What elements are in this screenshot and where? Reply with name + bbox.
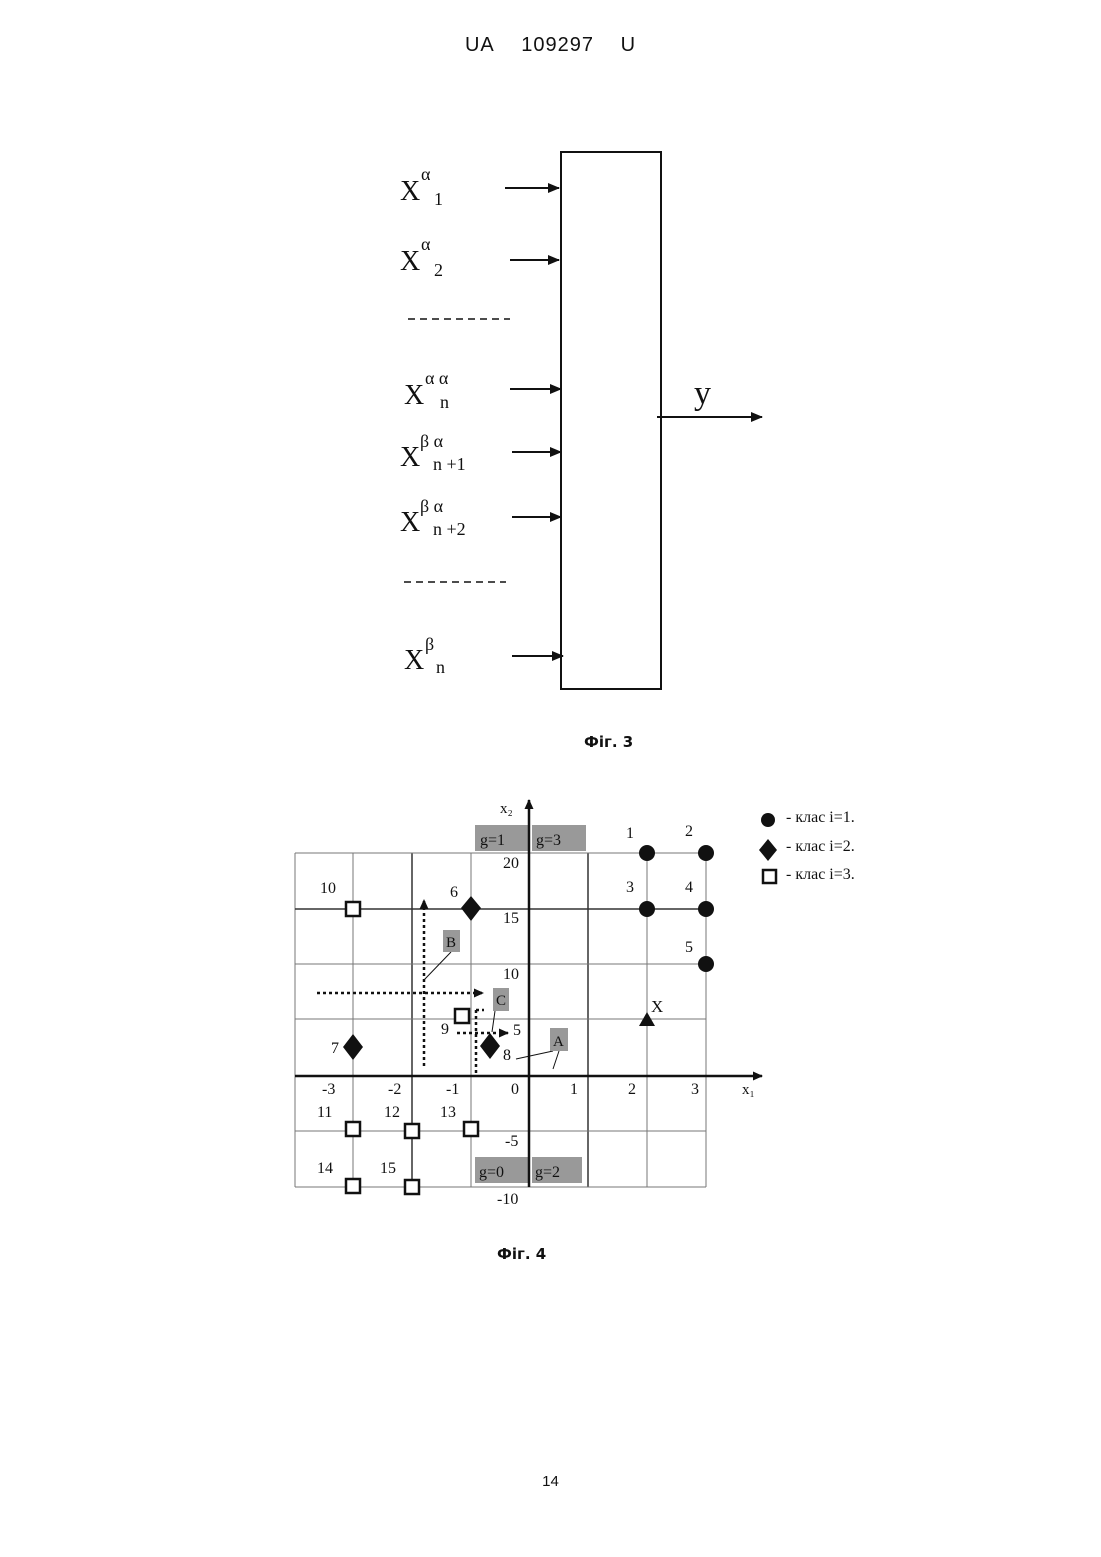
point-label: 11: [317, 1104, 332, 1121]
x-ticks: -3 -2 -1 0 1 2 3: [322, 1081, 699, 1098]
input-xn2-beta-sub: n +2: [433, 519, 466, 539]
point-label: 6: [450, 884, 458, 901]
y-tick: 15: [503, 910, 519, 927]
fig3-caption: Фіг. 3: [584, 733, 633, 751]
x-tick: 1: [570, 1081, 578, 1098]
point-label: 1: [626, 825, 634, 842]
input-xn-alpha-sub: n: [440, 392, 449, 412]
system-block: [561, 152, 661, 689]
point-4: [698, 901, 714, 917]
point-11: [346, 1122, 360, 1136]
input-xn1-beta-sub: n +1: [433, 454, 466, 474]
input-xn2-beta: X β α n +2: [400, 496, 561, 539]
y-tick: 5: [513, 1022, 521, 1039]
y-tick: 10: [503, 966, 519, 983]
point-7: [343, 1034, 363, 1060]
quadrant-g1: g=1: [480, 832, 505, 849]
quadrant-g2: g=2: [535, 1164, 560, 1181]
input-xn-alpha-base: X: [404, 380, 424, 411]
point-10: [346, 902, 360, 916]
point-1: [639, 845, 655, 861]
quadrant-g0: g=0: [479, 1164, 504, 1181]
input-x1: X α 1: [400, 164, 559, 209]
region-label-b: B: [446, 935, 456, 951]
query-point-label: X: [651, 997, 663, 1016]
x-tick: 3: [691, 1081, 699, 1098]
point-label: 13: [440, 1104, 456, 1121]
point-label: 10: [320, 880, 336, 897]
x-tick: -3: [322, 1081, 335, 1098]
point-label: 4: [685, 879, 693, 896]
point-13: [464, 1122, 478, 1136]
point-9: [455, 1009, 469, 1023]
input-xn-alpha: X α α n: [404, 368, 561, 412]
input-x1-base: X: [400, 176, 420, 207]
point-label: 2: [685, 823, 693, 840]
y-tick: -10: [497, 1191, 518, 1208]
input-x2: X α 2: [400, 234, 559, 280]
legend-class3-marker: [763, 870, 776, 883]
legend: - клас i=1. - клас i=2. - клас i=3.: [759, 809, 855, 883]
input-xn-beta-base: X: [404, 645, 424, 676]
point-14: [346, 1179, 360, 1193]
input-xn1-beta-sup: β α: [420, 431, 444, 451]
point-3: [639, 901, 655, 917]
y-axis-label: x₂: [500, 801, 513, 817]
point-label: 3: [626, 879, 634, 896]
x-tick: 0: [511, 1081, 519, 1098]
input-xn-beta-sup: β: [425, 634, 434, 654]
x-tick: -1: [446, 1081, 459, 1098]
point-label: 7: [331, 1040, 339, 1057]
x-tick: 2: [628, 1081, 636, 1098]
legend-class1-marker: [761, 813, 775, 827]
point-label: 15: [380, 1160, 396, 1177]
point-6: [461, 896, 481, 921]
y-tick: 20: [503, 855, 519, 872]
output-y-label: y: [694, 375, 711, 412]
input-x2-sub: 2: [434, 260, 443, 280]
output-y: y: [657, 375, 762, 417]
region-label-c: C: [496, 993, 506, 1009]
point-2: [698, 845, 714, 861]
x-axis-label: x₁: [742, 1082, 755, 1098]
input-x1-sup: α: [421, 164, 431, 184]
legend-class1-label: - клас i=1.: [786, 809, 855, 826]
input-xn-alpha-sup: α α: [425, 368, 449, 388]
point-label: 8: [503, 1047, 511, 1064]
point-label: 5: [685, 939, 693, 956]
point-label: 12: [384, 1104, 400, 1121]
input-xn-beta: X β n: [404, 634, 563, 677]
point-label: 9: [441, 1021, 449, 1038]
fig3-block-diagram: X α 1 X α 2 X α α n X β α n +1 X β α n +…: [0, 0, 1101, 740]
legend-class2-label: - клас i=2.: [786, 838, 855, 855]
point-12: [405, 1124, 419, 1138]
fig4-caption: Фіг. 4: [497, 1245, 546, 1263]
input-xn1-beta: X β α n +1: [400, 431, 561, 474]
input-xn-beta-sub: n: [436, 657, 445, 677]
x-tick: -2: [388, 1081, 401, 1098]
input-xn1-beta-base: X: [400, 442, 420, 473]
input-x2-sup: α: [421, 234, 431, 254]
input-x1-sub: 1: [434, 189, 443, 209]
legend-class2-marker: [759, 839, 777, 861]
input-xn2-beta-base: X: [400, 507, 420, 538]
point-5: [698, 956, 714, 972]
legend-class3-label: - клас i=3.: [786, 866, 855, 883]
input-xn2-beta-sup: β α: [420, 496, 444, 516]
point-label: 14: [317, 1160, 333, 1177]
quadrant-g3: g=3: [536, 832, 561, 849]
input-x2-base: X: [400, 246, 420, 277]
quadrant-labels: g=1 g=3 g=0 g=2: [475, 825, 586, 1183]
point-15: [405, 1180, 419, 1194]
point-8: [480, 1033, 500, 1059]
y-ticks: 20 15 10 5 -5 -10: [497, 855, 521, 1208]
region-label-a: A: [553, 1034, 564, 1050]
page-number: 14: [0, 1473, 1101, 1490]
fig4-classification-plot: g=1 g=3 g=0 g=2 x₁ x₂ -3 -2 -1 0 1 2 3 2…: [0, 780, 1101, 1230]
y-tick: -5: [505, 1133, 518, 1150]
